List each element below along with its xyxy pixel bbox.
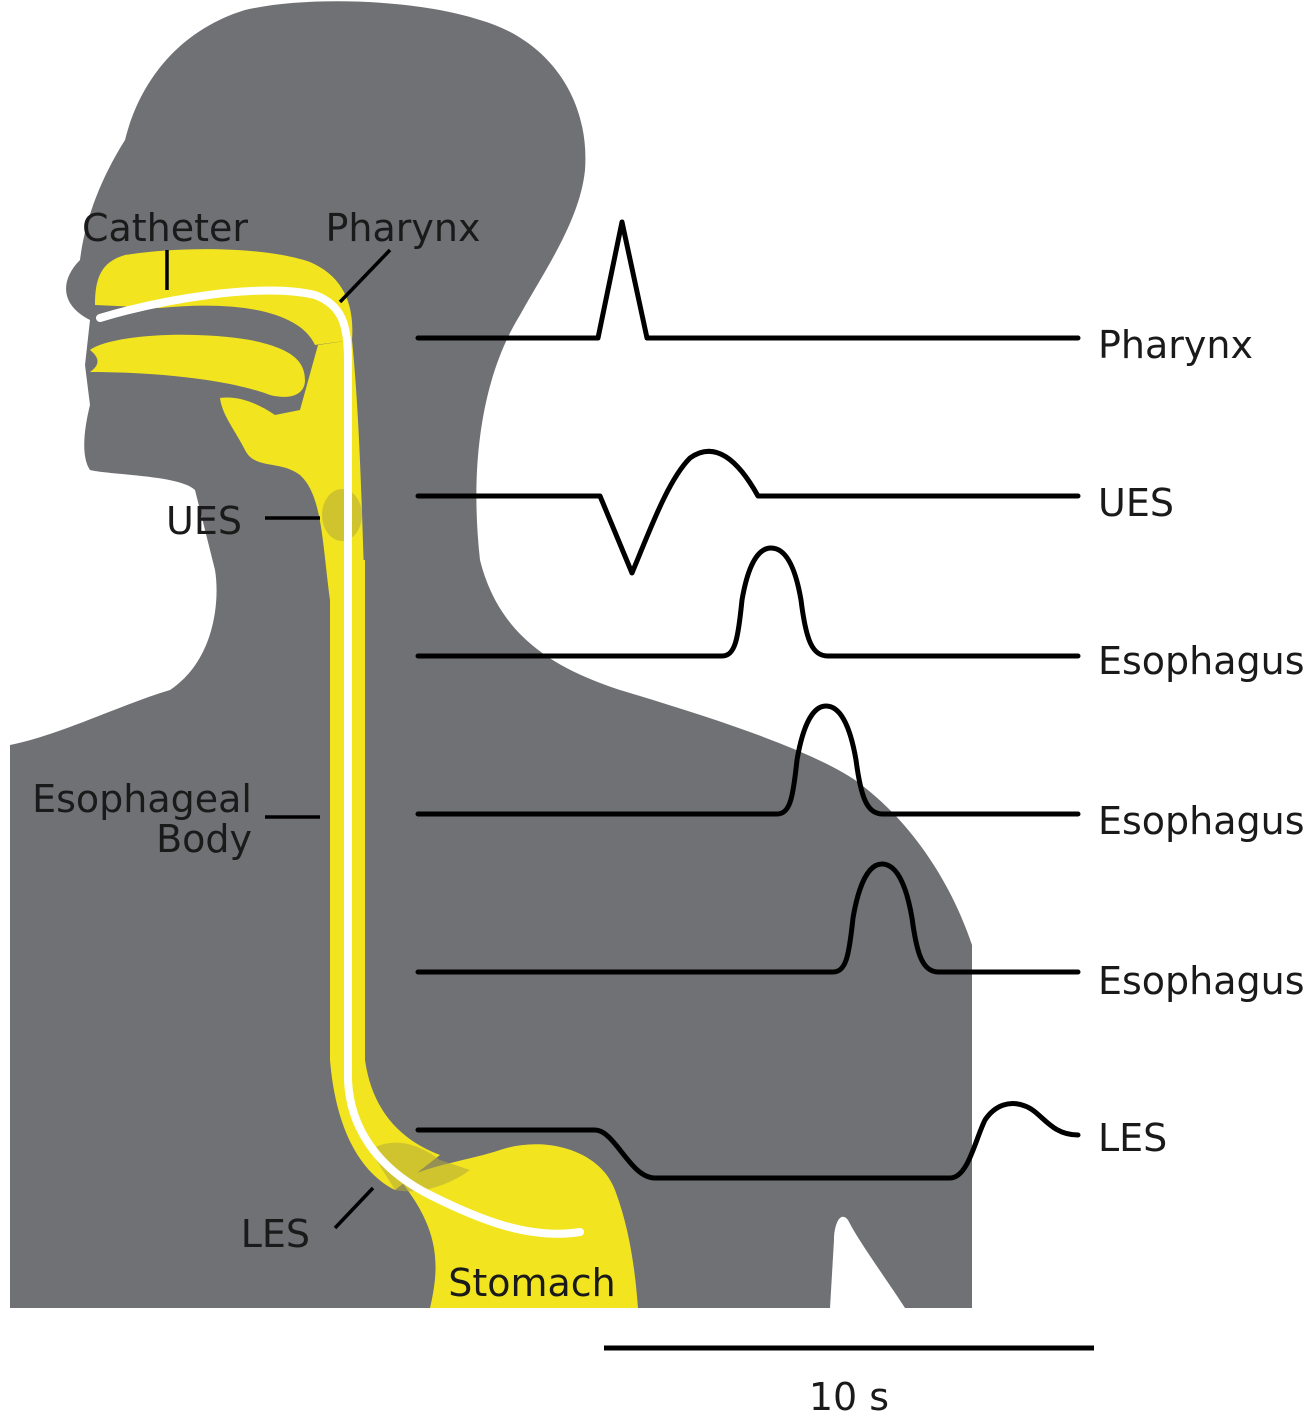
- esophageal-body-label-line1: Esophageal: [32, 777, 252, 821]
- esophageal-body-label-line2: Body: [156, 817, 252, 861]
- trace-label-ues: UES: [1098, 481, 1174, 525]
- trace-labels: Pharynx UES Esophagus Esophagus Esophagu…: [1098, 323, 1305, 1160]
- pharynx-anatomy-label: Pharynx: [326, 206, 481, 250]
- les-anatomy-label: LES: [241, 1212, 310, 1256]
- scale-bar-label: 10 s: [809, 1375, 889, 1419]
- trace-label-esophagus-1: Esophagus: [1098, 639, 1305, 683]
- trace-label-esophagus-2: Esophagus: [1098, 799, 1305, 843]
- time-scale-bar: 10 s: [604, 1348, 1094, 1419]
- trace-label-pharynx: Pharynx: [1098, 323, 1253, 367]
- ues-anatomy-label: UES: [166, 499, 242, 543]
- ues-sphincter: [322, 489, 362, 541]
- trace-ues: [418, 451, 1078, 573]
- trace-label-esophagus-3: Esophagus: [1098, 959, 1305, 1003]
- catheter-label: Catheter: [82, 206, 248, 250]
- stomach-label: Stomach: [448, 1261, 616, 1305]
- trace-label-les: LES: [1098, 1116, 1167, 1160]
